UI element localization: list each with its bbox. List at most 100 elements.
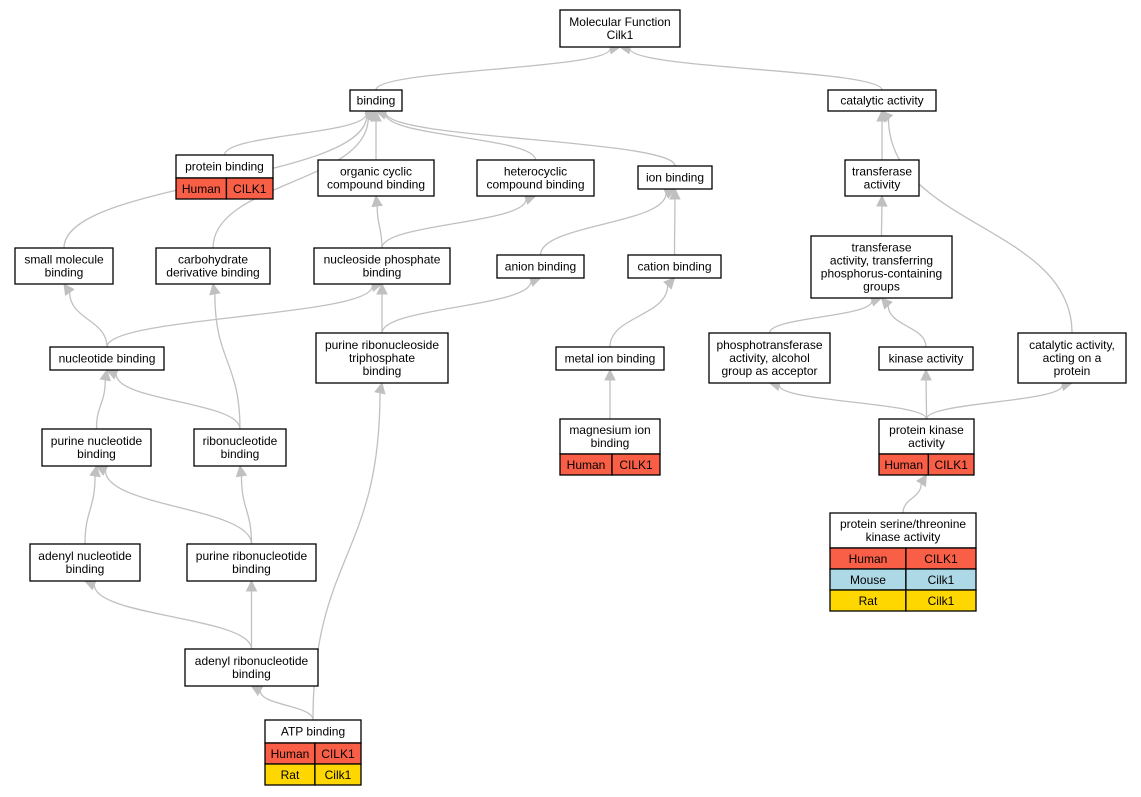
node-label-line: binding [591,436,630,450]
node-label: metal ion binding [565,352,656,366]
node-box [186,543,317,582]
edge-purine_ribonucleotide-to-purine_nucleotide [95,465,253,545]
node-box [49,346,165,371]
node-box [14,247,114,285]
arrow-head-icon [63,283,75,296]
species-label: Human [849,552,888,566]
node-label-line: acting on a [1043,351,1102,365]
node-label-line: kinase activity [866,530,941,544]
edge-anion-to-ion_binding [539,188,677,256]
edge-ribonucleotide-to-nucleotide [105,368,241,430]
edge-adenyl_nucleotide-to-purine_nucleotide [84,464,101,545]
edge-line [381,281,532,334]
edge-atp-to-adenyl_ribonucleotide [250,685,314,721]
node-box [349,89,403,112]
node-cation[interactable]: cation binding [627,254,722,279]
gene-cell [225,177,274,200]
edge-metal_ion-to-cation [609,277,676,348]
arrow-head-icon [604,368,616,381]
node-anion[interactable]: anion binding [496,254,585,279]
node-label-line: nucleoside phosphate [324,253,441,267]
arrow-head-icon [669,187,681,200]
edge-line [115,373,241,430]
node-box [476,159,595,197]
node-catalytic[interactable]: catalytic activity [827,89,937,112]
node-label-line: compound binding [486,178,584,192]
node-label: protein binding [185,160,264,174]
arrow-head-icon [245,579,258,592]
edge-line [212,117,369,249]
node-label-line: adenyl nucleotide [38,549,132,563]
gene-cell [314,763,362,786]
gene-cell [611,453,661,476]
edge-phosphotransferase-to-transferase_phos [768,295,883,334]
node-label-line: ribonucleotide [203,434,278,448]
node-label-line: binding [77,447,116,461]
edge-line [887,118,1073,334]
arrow-head-icon [876,194,888,207]
edge-line [376,205,383,249]
edge-nucleotide-to-small_molecule [63,283,108,348]
edge-line [106,286,373,348]
node-label-line: activity, alcohol [729,351,809,365]
node-label-line: purine ribonucleotide [196,549,308,563]
edge-ser_thr_kinase-to-protein_kinase [902,474,928,514]
node-label-line: phosphorus-containing [821,267,942,281]
node-label-line: anion binding [505,260,576,274]
edge-ribonucleotide-to-carbohydrate [209,282,241,430]
arrow-head-icon [371,194,383,208]
node-box [41,428,152,467]
node-label: nucleotide binding [59,352,156,366]
node-binding[interactable]: binding [349,89,403,112]
node-label-line: binding [232,667,271,681]
edge-line [778,384,928,420]
node-label-line: protein kinase [889,423,964,437]
node-label-line: ATP binding [281,725,345,739]
node-label: catalytic activity [840,94,923,108]
node-box [315,332,449,384]
node-nucleotide[interactable]: nucleotide binding [49,346,165,371]
arrow-head-icon [916,474,928,487]
arrow-head-icon [880,297,893,310]
edge-line [68,292,108,348]
node-box [829,512,977,549]
edge-catalytic-to-root [618,42,883,91]
node-ion-binding[interactable]: ion binding [637,165,713,190]
node-kinase[interactable]: kinase activity [878,346,974,371]
node-metal-ion[interactable]: metal ion binding [555,346,665,371]
node-label-line: derivative binding [166,266,259,280]
node-label-line: carbohydrate [178,253,248,267]
